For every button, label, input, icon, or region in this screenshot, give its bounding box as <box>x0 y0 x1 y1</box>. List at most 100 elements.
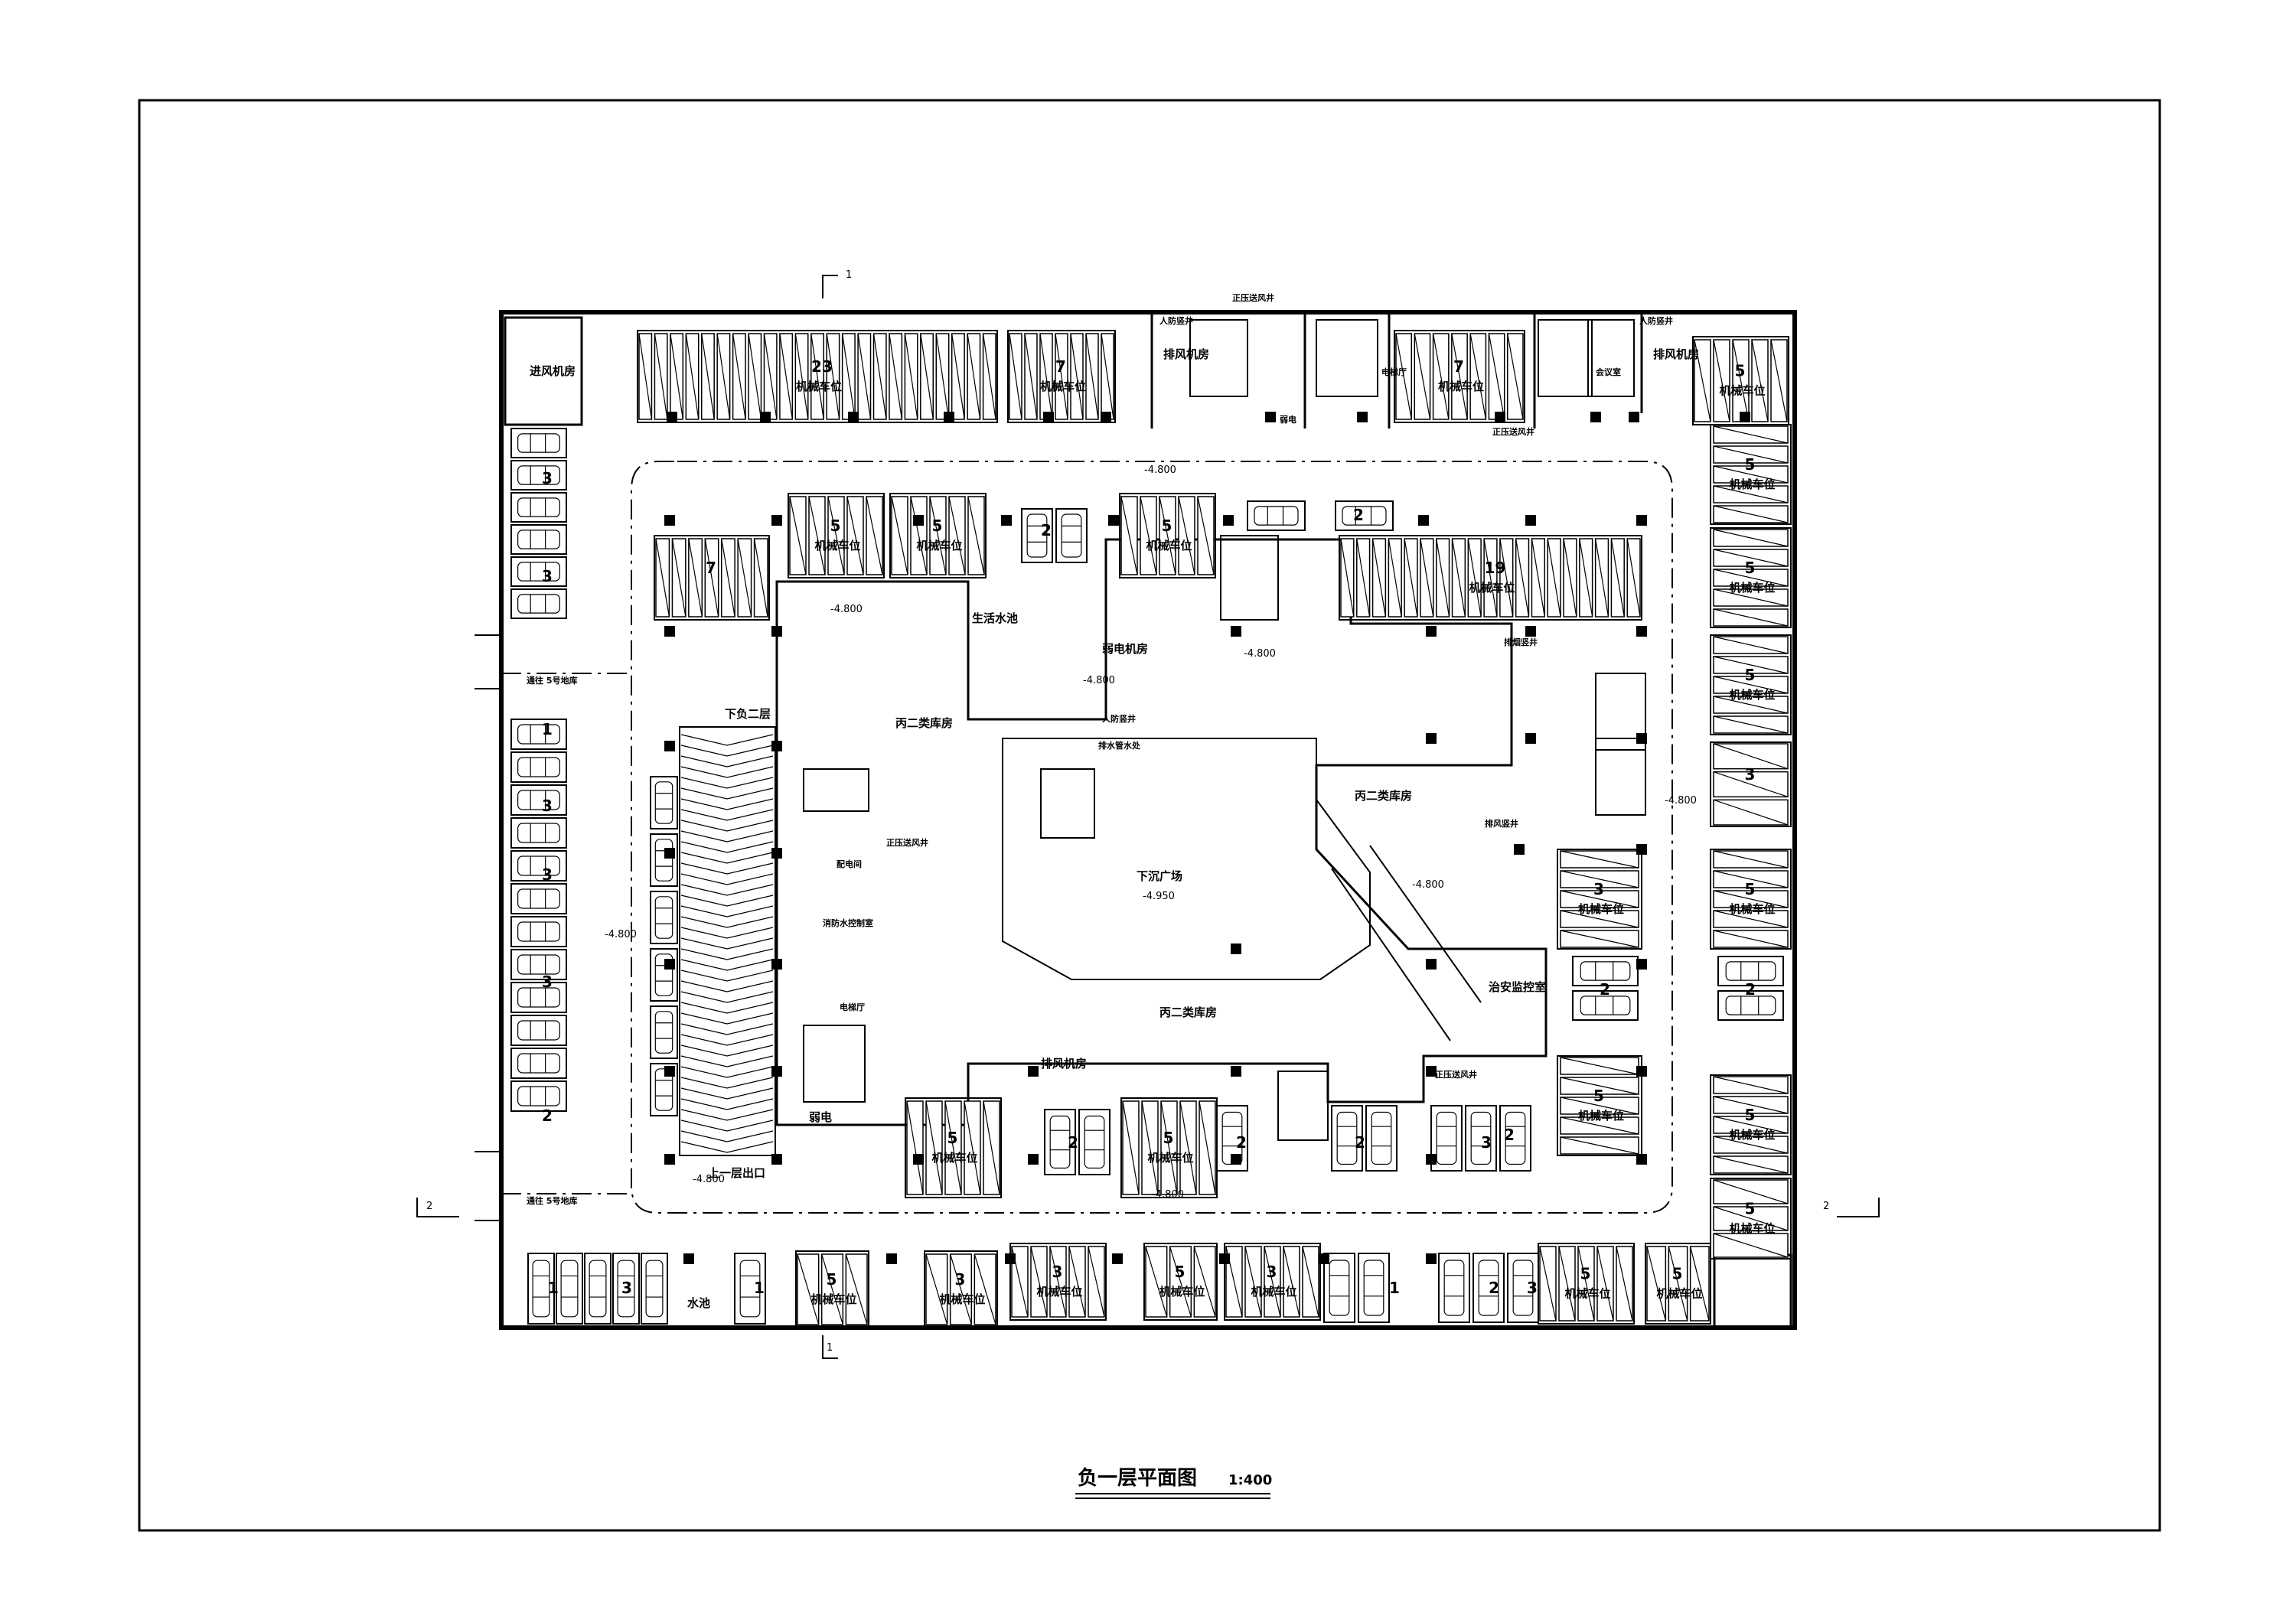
mechanical-parking-block: 5 机械车位 <box>1645 1243 1711 1325</box>
structural-column <box>944 412 954 422</box>
mechanical-block-count: 5 <box>947 1129 958 1147</box>
car-icon <box>1358 1253 1390 1323</box>
room-water-tank: 生活水池 <box>972 611 1018 625</box>
structural-column <box>771 1066 782 1077</box>
structural-column <box>1231 943 1241 954</box>
central-core-outline <box>775 538 1548 1126</box>
elev-core: -4.800 <box>1083 675 1115 686</box>
mechanical-block-label: 机械车位 <box>1146 539 1192 552</box>
mechanical-parking-layer: 23机械车位7机械车位7机械车位5机械车位75机械车位5机械车位5机械车位19机… <box>637 330 1792 1328</box>
mechanical-block-label: 机械车位 <box>796 380 842 393</box>
shaft-civil-defense-top: 人防竖井 <box>1159 315 1193 326</box>
surface-stall-count: 2 <box>1745 980 1756 999</box>
car-icon <box>510 1048 567 1079</box>
car-icon <box>510 719 567 750</box>
car-icon <box>510 784 567 816</box>
structural-column <box>664 1154 675 1165</box>
mechanical-block-count: 5 <box>1672 1265 1683 1283</box>
car-icon <box>510 982 567 1013</box>
car-icon <box>1078 1109 1110 1175</box>
structural-column <box>1514 844 1525 855</box>
mechanical-block-count: 5 <box>1745 455 1756 474</box>
mechanical-block-label: 机械车位 <box>1578 1109 1624 1123</box>
mechanical-block-count: 3 <box>1593 880 1604 898</box>
car-icon <box>510 916 567 947</box>
structural-column <box>760 412 771 422</box>
room-fire-control: 消防水控制室 <box>823 917 873 928</box>
surface-stall-count: 3 <box>542 865 553 884</box>
structural-column <box>1636 1154 1647 1165</box>
car-icon <box>1216 1105 1248 1172</box>
drawing-title: 负一层平面图 <box>1078 1467 1197 1490</box>
shaft-pressure-bottom: 正压送风井 <box>1435 1069 1477 1080</box>
room-security-control: 治安监控室 <box>1489 980 1546 994</box>
structural-column <box>771 1154 782 1165</box>
shaft-labels: 正压送风井 人防竖井 人防竖井 正压送风井 排烟竖井 排水管水处 正压送风井 正… <box>886 292 1673 1080</box>
car-icon <box>510 524 567 555</box>
sheet-border <box>138 99 2161 1532</box>
car-icon <box>1572 990 1639 1021</box>
elev-corridor: -4.800 <box>1244 648 1276 660</box>
mechanical-block-label: 机械车位 <box>1438 380 1484 393</box>
shaft-civil-defense-right: 人防竖井 <box>1639 315 1673 326</box>
structural-column <box>1426 733 1437 744</box>
mechanical-block-count: 23 <box>811 357 833 376</box>
elev-road-right: -4.800 <box>1665 795 1697 807</box>
mechanical-block-label: 机械车位 <box>1578 902 1624 916</box>
mechanical-block-count: 5 <box>1745 666 1756 684</box>
intake-room-box <box>504 316 583 426</box>
room-storage-bottom: 丙二类库房 <box>1159 1005 1217 1019</box>
structural-column <box>1426 1066 1437 1077</box>
structural-columns <box>664 412 1750 1264</box>
ramp-hatch <box>680 734 774 1153</box>
structural-column <box>664 1066 675 1077</box>
mechanical-block-label: 机械车位 <box>815 539 861 552</box>
structural-column <box>1525 626 1536 637</box>
diagonal-corridor <box>1331 845 1482 1041</box>
surface-stall-count: 3 <box>542 567 553 585</box>
car-icon <box>1507 1253 1539 1323</box>
structural-column <box>1636 733 1647 744</box>
shaft-pressure-left: 正压送风井 <box>886 837 928 848</box>
mechanical-block-label: 机械车位 <box>1730 688 1776 702</box>
elevation-tags: -4.800 -4.800 -4.800 -4.800 -4.800 -4.80… <box>605 464 1697 1201</box>
structural-column <box>913 515 924 526</box>
mechanical-block-label: 机械车位 <box>1730 1128 1776 1142</box>
road-centerline-loop <box>631 461 1673 1214</box>
car-icon <box>650 776 678 829</box>
mechanical-block-count: 7 <box>706 559 716 577</box>
mechanical-block-label: 机械车位 <box>1730 902 1776 916</box>
shaft-pressure-mid: 正压送风井 <box>1492 426 1534 437</box>
elev-road-left: -4.800 <box>605 929 637 940</box>
car-icon <box>510 1080 567 1112</box>
structural-column <box>1108 515 1119 526</box>
mechanical-block-label: 机械车位 <box>1469 581 1515 595</box>
structural-column <box>1005 1253 1016 1264</box>
surface-stall-count: 2 <box>1489 1279 1499 1297</box>
structural-column <box>1426 959 1437 970</box>
room-weak-current-top: 弱电 <box>1280 414 1296 425</box>
mechanical-block-label: 机械车位 <box>1657 1287 1703 1301</box>
mechanical-block-count: 5 <box>1593 1087 1604 1105</box>
mechanical-block-label: 机械车位 <box>917 539 963 552</box>
drawing-scale: 1:400 <box>1228 1472 1272 1488</box>
structural-column <box>1265 412 1276 422</box>
ramp-labels: 下负二层 上一层出口 通往 5号地库 通往 5号地库 <box>527 675 771 1206</box>
room-exhaust-fan-bottom: 排风机房 <box>1041 1057 1087 1071</box>
section-mark-top: 1 <box>822 269 852 298</box>
structural-column <box>1426 626 1437 637</box>
structural-column <box>848 412 859 422</box>
mechanical-block-label: 机械车位 <box>1720 384 1766 398</box>
structural-column <box>1629 412 1639 422</box>
mechanical-block-count: 19 <box>1485 559 1506 577</box>
structural-column <box>771 626 782 637</box>
sunken-plaza-outline <box>1002 738 1371 980</box>
mechanical-parking-block: 7 <box>654 535 770 621</box>
car-icon <box>510 883 567 914</box>
